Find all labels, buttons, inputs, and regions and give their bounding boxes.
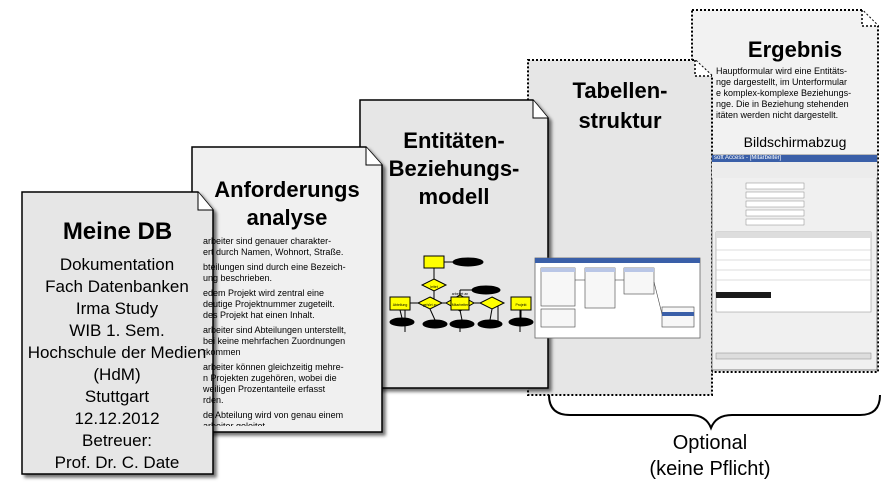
requirement-paragraph: arbeiter können gleichzeitig mehre- n Pr… [203,362,344,405]
requirement-paragraph: de Abteilung wird von genau einem arbeit… [203,410,344,426]
meine-db-line: WIB 1. Sem. [69,321,165,340]
ergebnis-title: Ergebnis [747,37,843,62]
meine-db-line: Betreuer: [82,431,152,450]
tabellen-title-line2: struktur [578,108,662,133]
anforderung-title-line2: analyse [246,205,328,230]
meine-db-line: Fach Datenbanken [45,277,189,296]
ergebnis-subtitle: Bildschirmabzug [743,134,847,150]
er-label: arbeitet an [452,292,469,296]
meine-db-line: Irma Study [75,299,159,318]
optional-label: Optional [672,432,748,454]
meine-db-title: Meine DB [62,218,173,245]
meine-db-line: (HdM) [93,365,141,384]
brace [548,394,881,431]
er-title-line3: modell [418,184,490,209]
er-label: Projekt [516,303,527,307]
access-form-screenshot [711,154,878,371]
tabellen-title-line1: Tabellen- [572,78,668,103]
er-title-line1: Entitäten- [403,128,505,153]
meine-db-page [21,191,214,475]
requirement-paragraph: edem Projekt wird zentral eine deutige P… [203,288,335,320]
er-label: Mitarbeiter [452,303,469,307]
er-diagram [389,255,534,332]
meine-db-line: Dokumentation [59,255,175,274]
er-label: leitet [430,285,437,289]
optional-sublabel: (keine Pflicht) [649,458,771,480]
table-structure-screenshot [534,257,701,339]
er-label: Abteilung [393,303,408,307]
anforderung-title-line1: Anforderungs [214,177,360,202]
requirement-paragraph: bteilungen sind durch eine Bezeich- ung … [203,262,346,283]
requirement-paragraph: arbeiter sind genauer charakter- ert dur… [203,236,344,257]
anforderung-text: arbeiter sind genauer charakter- ert dur… [203,236,378,426]
meine-db-line: Prof. Dr. C. Date [54,453,180,472]
meine-db-line: Hochschule der Medien [27,343,207,362]
requirement-paragraph: arbeiter sind Abteilungen unterstellt, b… [203,325,347,357]
ergebnis-text: Hauptformular wird eine Entitäts- nge da… [716,66,852,120]
meine-db-line: 12.12.2012 [74,409,160,428]
er-label: gehört zu [423,303,438,307]
ergebnis-screenshot-title: soft Access - [Mitarbeiter] [714,155,782,161]
er-title-line2: Beziehungs- [388,156,520,181]
meine-db-line: Stuttgart [84,387,150,406]
